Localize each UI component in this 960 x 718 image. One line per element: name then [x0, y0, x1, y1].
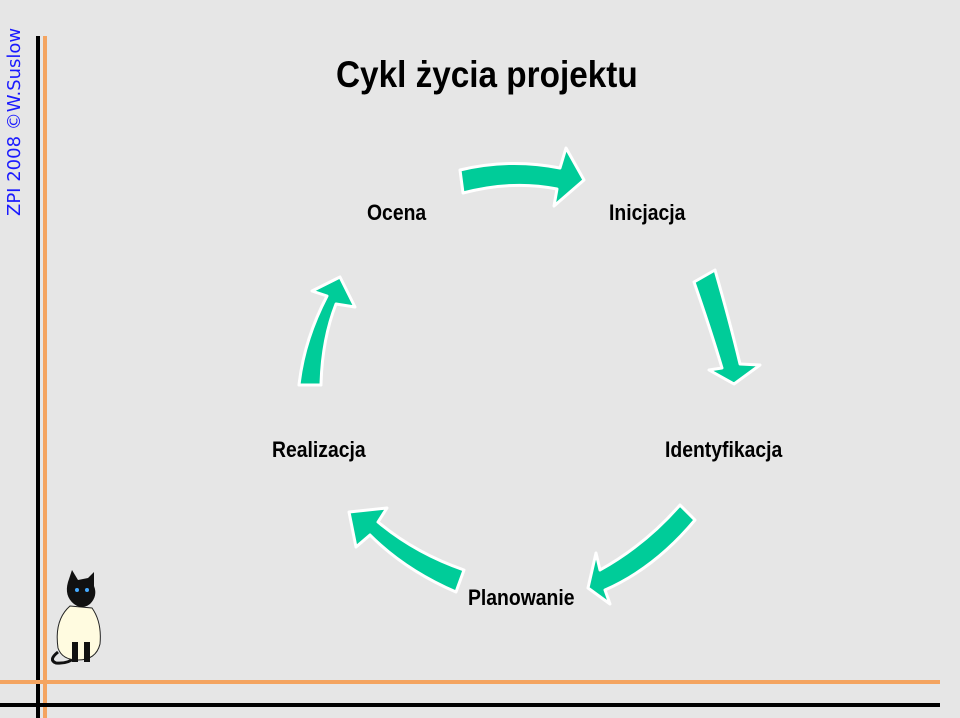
stage-label-planowanie: Planowanie [468, 585, 575, 610]
page-title: Cykl życia projektu [336, 54, 638, 95]
frame-line-orange-vertical [43, 36, 47, 718]
stage-label-ocena: Ocena [367, 200, 427, 225]
arrow-realizacja-to-ocena [297, 275, 357, 387]
frame-line-black-vertical [36, 36, 40, 718]
stage-label-inicjacja: Inicjacja [609, 200, 686, 225]
cat-icon [51, 570, 101, 665]
arrow-ocena-to-inicjacja [458, 146, 586, 208]
frame-line-black-horizontal [0, 703, 940, 707]
stage-label-realizacja: Realizacja [272, 437, 366, 462]
frame-line-orange-horizontal [0, 680, 940, 684]
arrow-planowanie-to-realizacja [347, 506, 466, 594]
arrow-identyfikacja-to-planowanie [586, 503, 697, 606]
arrow-inicjacja-to-identyfikacja [692, 268, 762, 386]
stage-label-identyfikacja: Identyfikacja [665, 437, 783, 462]
